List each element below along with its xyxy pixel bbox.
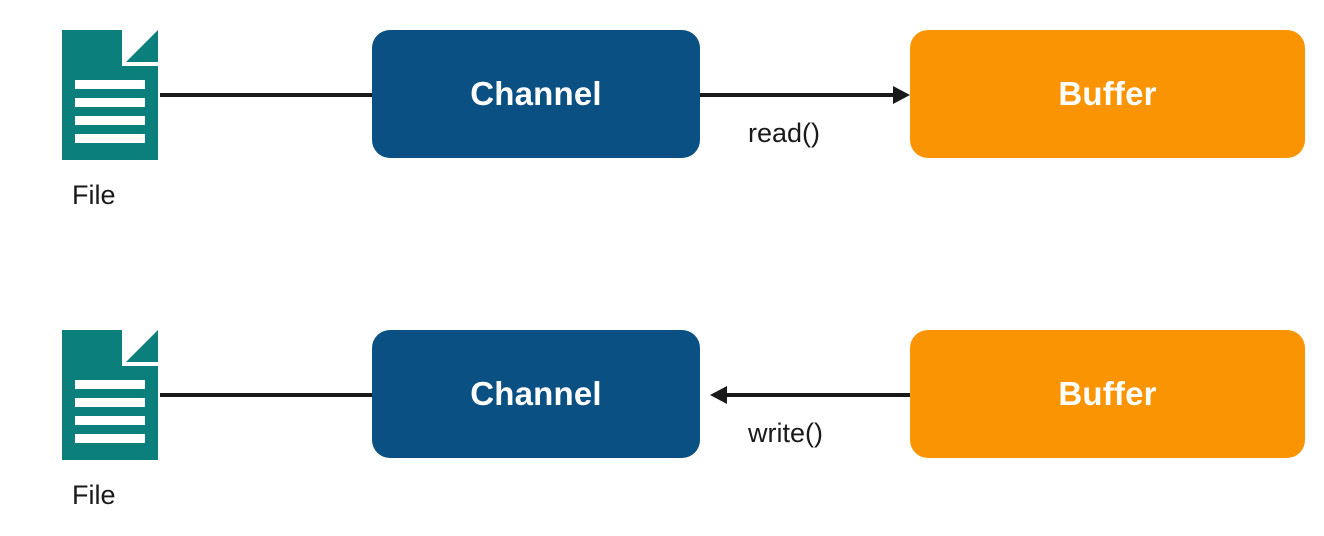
file-icon-fold-corner — [126, 30, 158, 62]
connector-file-to-channel-read — [160, 93, 372, 97]
edge-label-read: read() — [748, 118, 821, 148]
file-document-icon-read — [62, 30, 158, 160]
arrow-head-right-read — [893, 86, 910, 104]
connector-buffer-to-channel-write — [727, 393, 910, 397]
file-icon-text-lines — [75, 80, 145, 152]
buffer-box-write[interactable]: Buffer — [910, 330, 1305, 458]
channel-box-label: Channel — [470, 375, 602, 412]
connector-channel-to-buffer-read — [700, 93, 893, 97]
edge-label-write: write() — [748, 418, 823, 448]
buffer-box-label: Buffer — [1058, 75, 1157, 112]
channel-box-write[interactable]: Channel — [372, 330, 700, 458]
file-icon-fold-corner — [126, 330, 158, 362]
channel-box-label: Channel — [470, 75, 602, 112]
file-icon-text-lines — [75, 380, 145, 452]
file-document-icon-write — [62, 330, 158, 460]
connector-file-to-channel-write — [160, 393, 372, 397]
buffer-box-label: Buffer — [1058, 375, 1157, 412]
arrow-head-left-write — [710, 386, 727, 404]
channel-box-read[interactable]: Channel — [372, 30, 700, 158]
file-label-write: File — [72, 480, 116, 510]
file-label-read: File — [72, 180, 116, 210]
buffer-box-read[interactable]: Buffer — [910, 30, 1305, 158]
